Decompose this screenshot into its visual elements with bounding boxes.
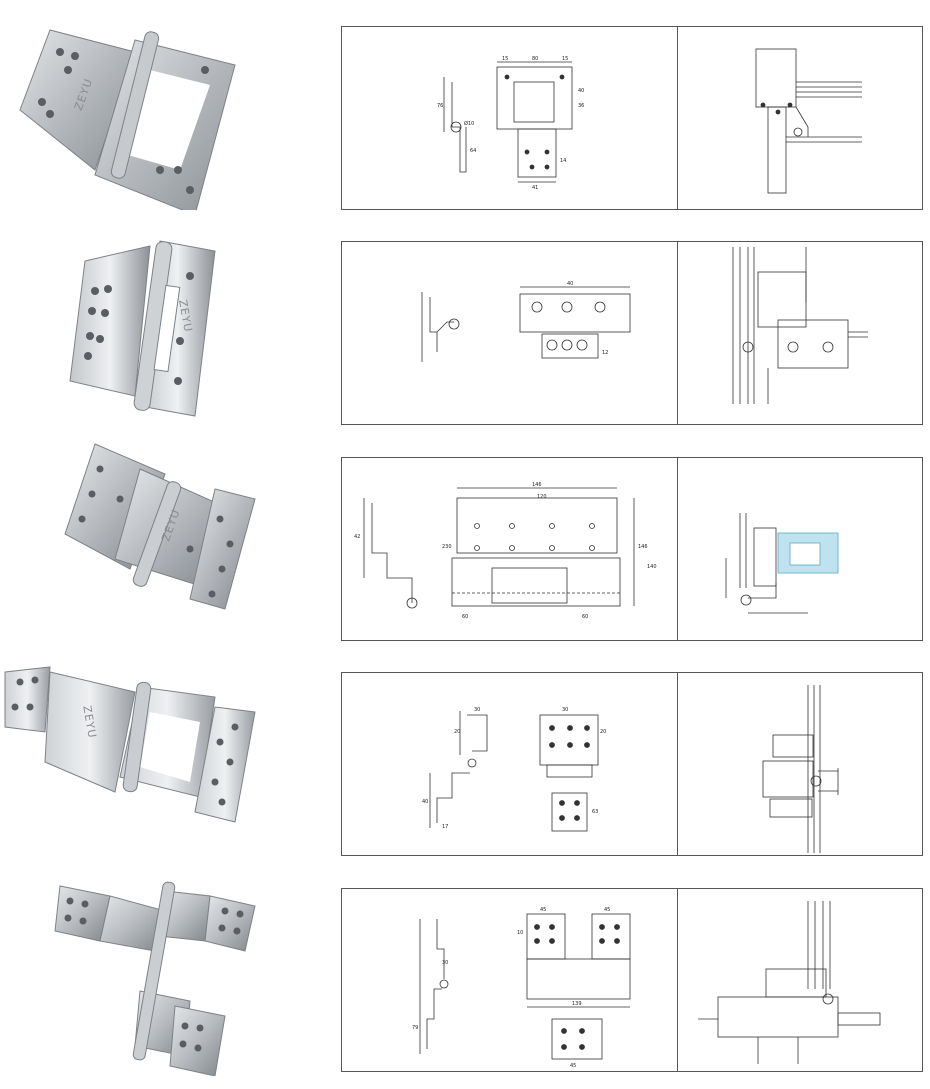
hinge-section-drawing-5: 45 45 10 30 79 139 45 [342,889,677,1071]
dim-label: 17 [442,824,448,830]
brand-text: ZEYU [176,298,195,333]
dim-label: 139 [572,1001,582,1007]
dim-label: 36 [578,103,584,109]
drawing-frame-3: 146 120 60 60 42 146 230 140 [341,457,923,641]
frame-divider [677,27,678,209]
dim-label: 60 [582,614,588,620]
dim-label: 30 [474,707,480,713]
dim-label: 20 [600,729,606,735]
dim-label: 120 [537,494,547,500]
frame-divider [677,889,678,1071]
installation-drawing-2 [678,242,922,424]
hinge-section-drawing-4: 30 20 30 20 40 17 63 [342,673,677,855]
hinge-photo-2: ZEYU [0,221,300,421]
hinge-row-5: 45 45 10 30 79 139 45 [0,881,930,1076]
dim-label: 63 [592,809,598,815]
frame-divider [677,673,678,855]
dim-label: 10 [517,930,523,936]
dim-label: 42 [354,534,360,540]
hinge-photo-5 [0,876,300,1076]
dim-label: 14 [560,158,566,164]
dim-label: 30 [562,707,568,713]
hinge-photo-4: ZEYU [0,652,300,852]
dim-label: 40 [567,281,573,287]
hinge-photo-1: ZEYU [0,10,300,210]
dim-label: 41 [532,185,538,191]
frame-divider [677,242,678,424]
drawing-frame-4: 30 20 30 20 40 17 63 [341,672,923,856]
dim-label: 15 [502,56,508,62]
brand-text: ZEYU [80,705,99,740]
hinge-section-drawing-2: 40 12 [342,242,677,424]
dim-label: 140 [647,564,657,570]
dim-label: 230 [442,544,452,550]
hinge-row-2: ZEYU 40 12 [0,240,930,425]
hinge-photo-3: ZEYU [0,439,300,639]
hinge-section-drawing-3: 146 120 60 60 42 146 230 140 [342,458,677,640]
drawing-frame-1: 15 80 15 76 40 36 Ø10 64 41 14 [341,26,923,210]
dim-label: 30 [442,960,448,966]
dim-label: 40 [422,799,428,805]
dim-label: 45 [604,907,610,913]
installation-drawing-4 [678,673,922,855]
hinge-section-drawing-1: 15 80 15 76 40 36 Ø10 64 41 14 [342,27,677,209]
drawing-frame-5: 45 45 10 30 79 139 45 [341,888,923,1072]
dim-label: 60 [462,614,468,620]
installation-drawing-5 [678,889,922,1071]
hinge-row-3: ZEYU 146 120 60 60 42 146 [0,443,930,641]
installation-drawing-3 [678,458,922,640]
dim-label: 146 [638,544,648,550]
dim-label: 20 [454,729,460,735]
dim-label: 45 [540,907,546,913]
dim-label: 80 [532,56,538,62]
dim-label: 40 [578,88,584,94]
dim-label: Ø10 [464,120,474,127]
dim-label: 79 [412,1025,418,1031]
hinge-row-1: ZEYU 15 80 15 76 40 36 Ø10 64 [0,26,930,210]
dim-label: 76 [437,103,443,109]
drawing-frame-2: 40 12 [341,241,923,425]
dim-label: 15 [562,56,568,62]
frame-divider [677,458,678,640]
dim-label: 146 [532,482,542,488]
dim-label: 64 [470,148,476,154]
installation-drawing-1 [678,27,922,209]
dim-label: 45 [570,1063,576,1069]
dim-label: 12 [602,350,608,356]
hinge-row-4: ZEYU 30 20 30 20 40 17 63 [0,666,930,856]
